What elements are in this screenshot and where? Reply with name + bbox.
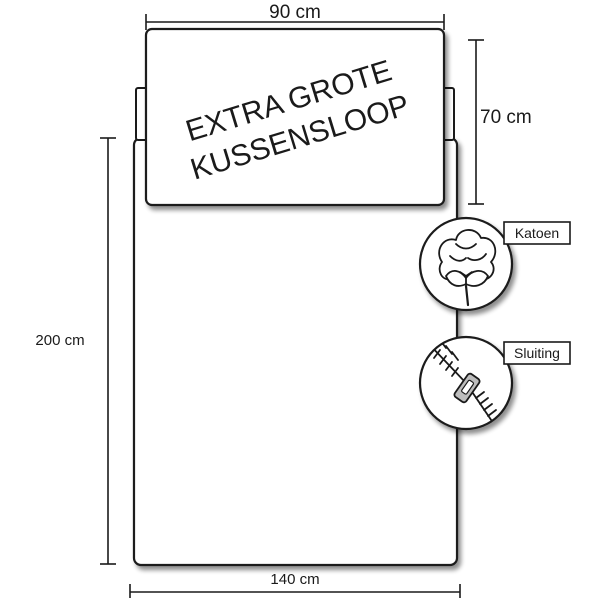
pillow-width-dimension — [145, 14, 445, 30]
duvet-height-dimension — [100, 137, 116, 565]
pillowcase — [144, 27, 446, 207]
cotton-badge-label: Katoen — [515, 225, 559, 241]
pillow-width-label: 90 cm — [269, 2, 321, 23]
cotton-badge-tag: Katoen — [503, 221, 571, 245]
pillow-height-dimension — [468, 39, 484, 205]
pillow-height-label: 70 cm — [480, 107, 532, 128]
zipper-badge-label: Sluiting — [514, 345, 560, 361]
cotton-badge — [418, 216, 514, 312]
zipper-badge-tag: Sluiting — [503, 341, 571, 365]
duvet-width-dimension — [129, 584, 461, 598]
duvet-width-label: 140 cm — [270, 571, 319, 588]
duvet-height-label: 200 cm — [35, 332, 84, 349]
cotton-flower-icon — [438, 229, 497, 307]
